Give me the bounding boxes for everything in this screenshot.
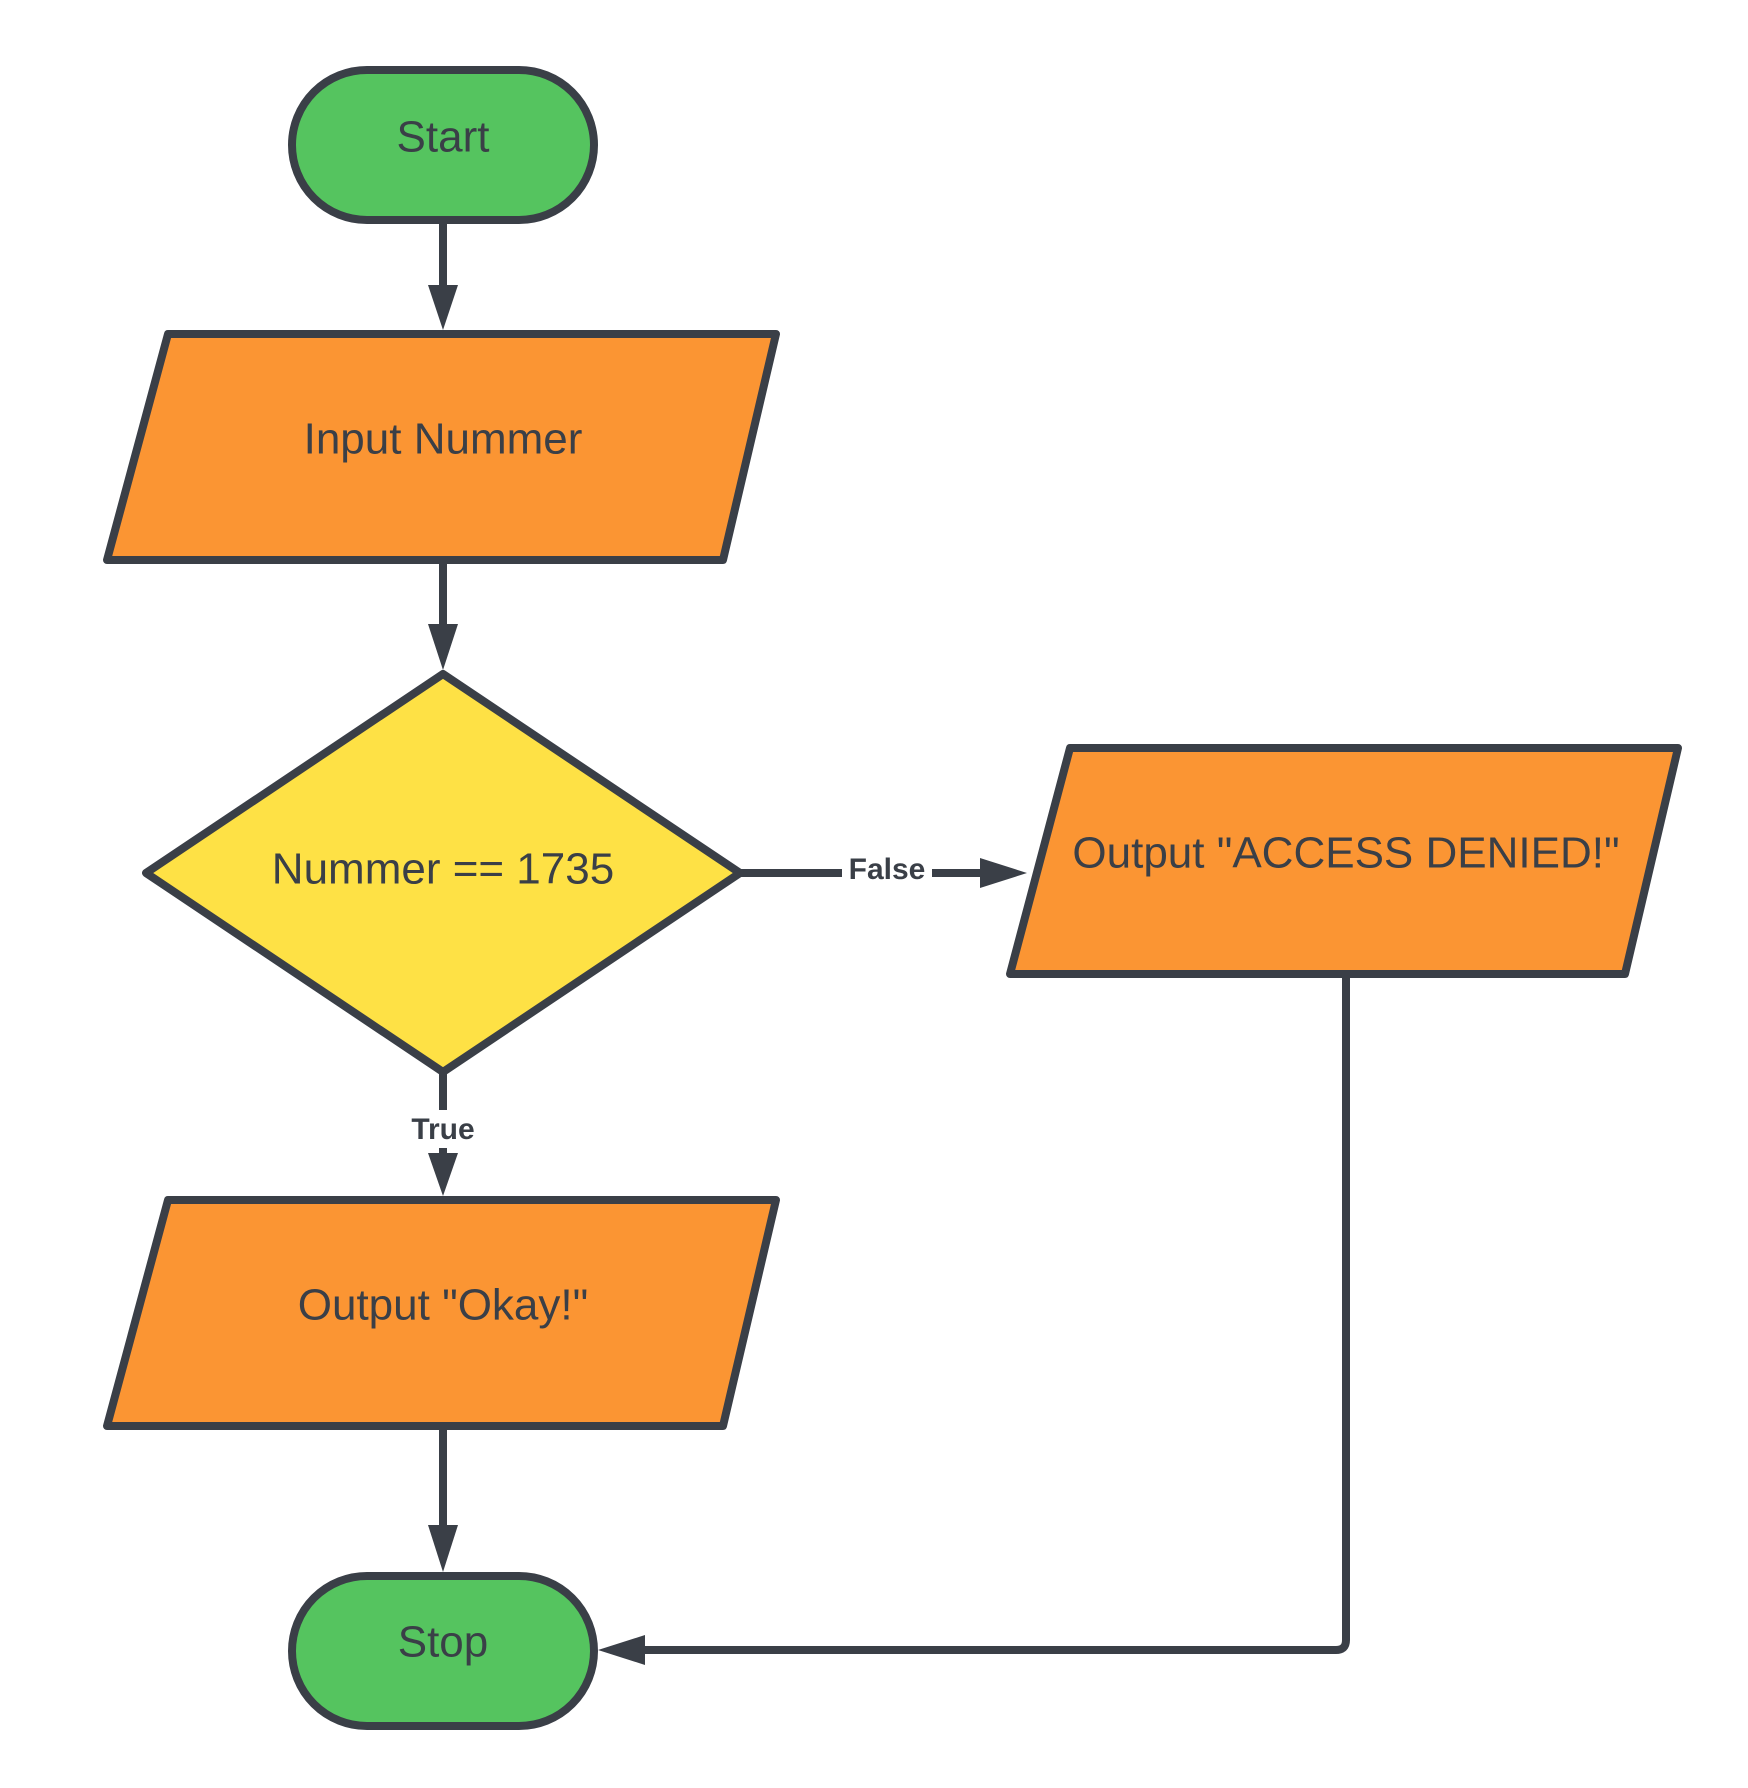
node-output-okay: Output "Okay!" (103, 1196, 780, 1430)
edge-start-to-input (428, 222, 458, 330)
edge-label-true-bg (398, 1110, 488, 1148)
node-stop: Stop (288, 1572, 598, 1730)
edge-decision-false: False (740, 853, 1027, 891)
output-okay-label: Output "Okay!" (298, 1281, 588, 1330)
edge-decision-true: True (398, 1070, 488, 1196)
node-output-denied: Output "ACCESS DENIED!" (1006, 744, 1682, 978)
output-denied-data-shape (1006, 744, 1682, 978)
edge-label-true: True (411, 1113, 474, 1146)
start-label: Start (397, 113, 490, 162)
input-label: Input Nummer (304, 415, 583, 464)
edge-okay-to-stop (428, 1428, 458, 1572)
start-terminator-shape (288, 66, 598, 224)
edge-denied-to-stop (598, 976, 1350, 1665)
edge-label-false-bg (842, 853, 932, 891)
decision-diamond-shape (142, 670, 744, 1076)
edge-input-to-decision (428, 562, 458, 670)
stop-terminator-shape (288, 1572, 598, 1730)
node-input: Input Nummer (103, 330, 780, 564)
node-start: Start (288, 66, 598, 224)
decision-label: Nummer == 1735 (272, 845, 614, 894)
node-decision: Nummer == 1735 (142, 670, 744, 1076)
stop-label: Stop (398, 1618, 489, 1667)
output-denied-label: Output "ACCESS DENIED!" (1072, 829, 1619, 878)
output-okay-data-shape (103, 1196, 780, 1430)
input-data-shape (103, 330, 780, 564)
edge-label-false: False (849, 853, 926, 886)
